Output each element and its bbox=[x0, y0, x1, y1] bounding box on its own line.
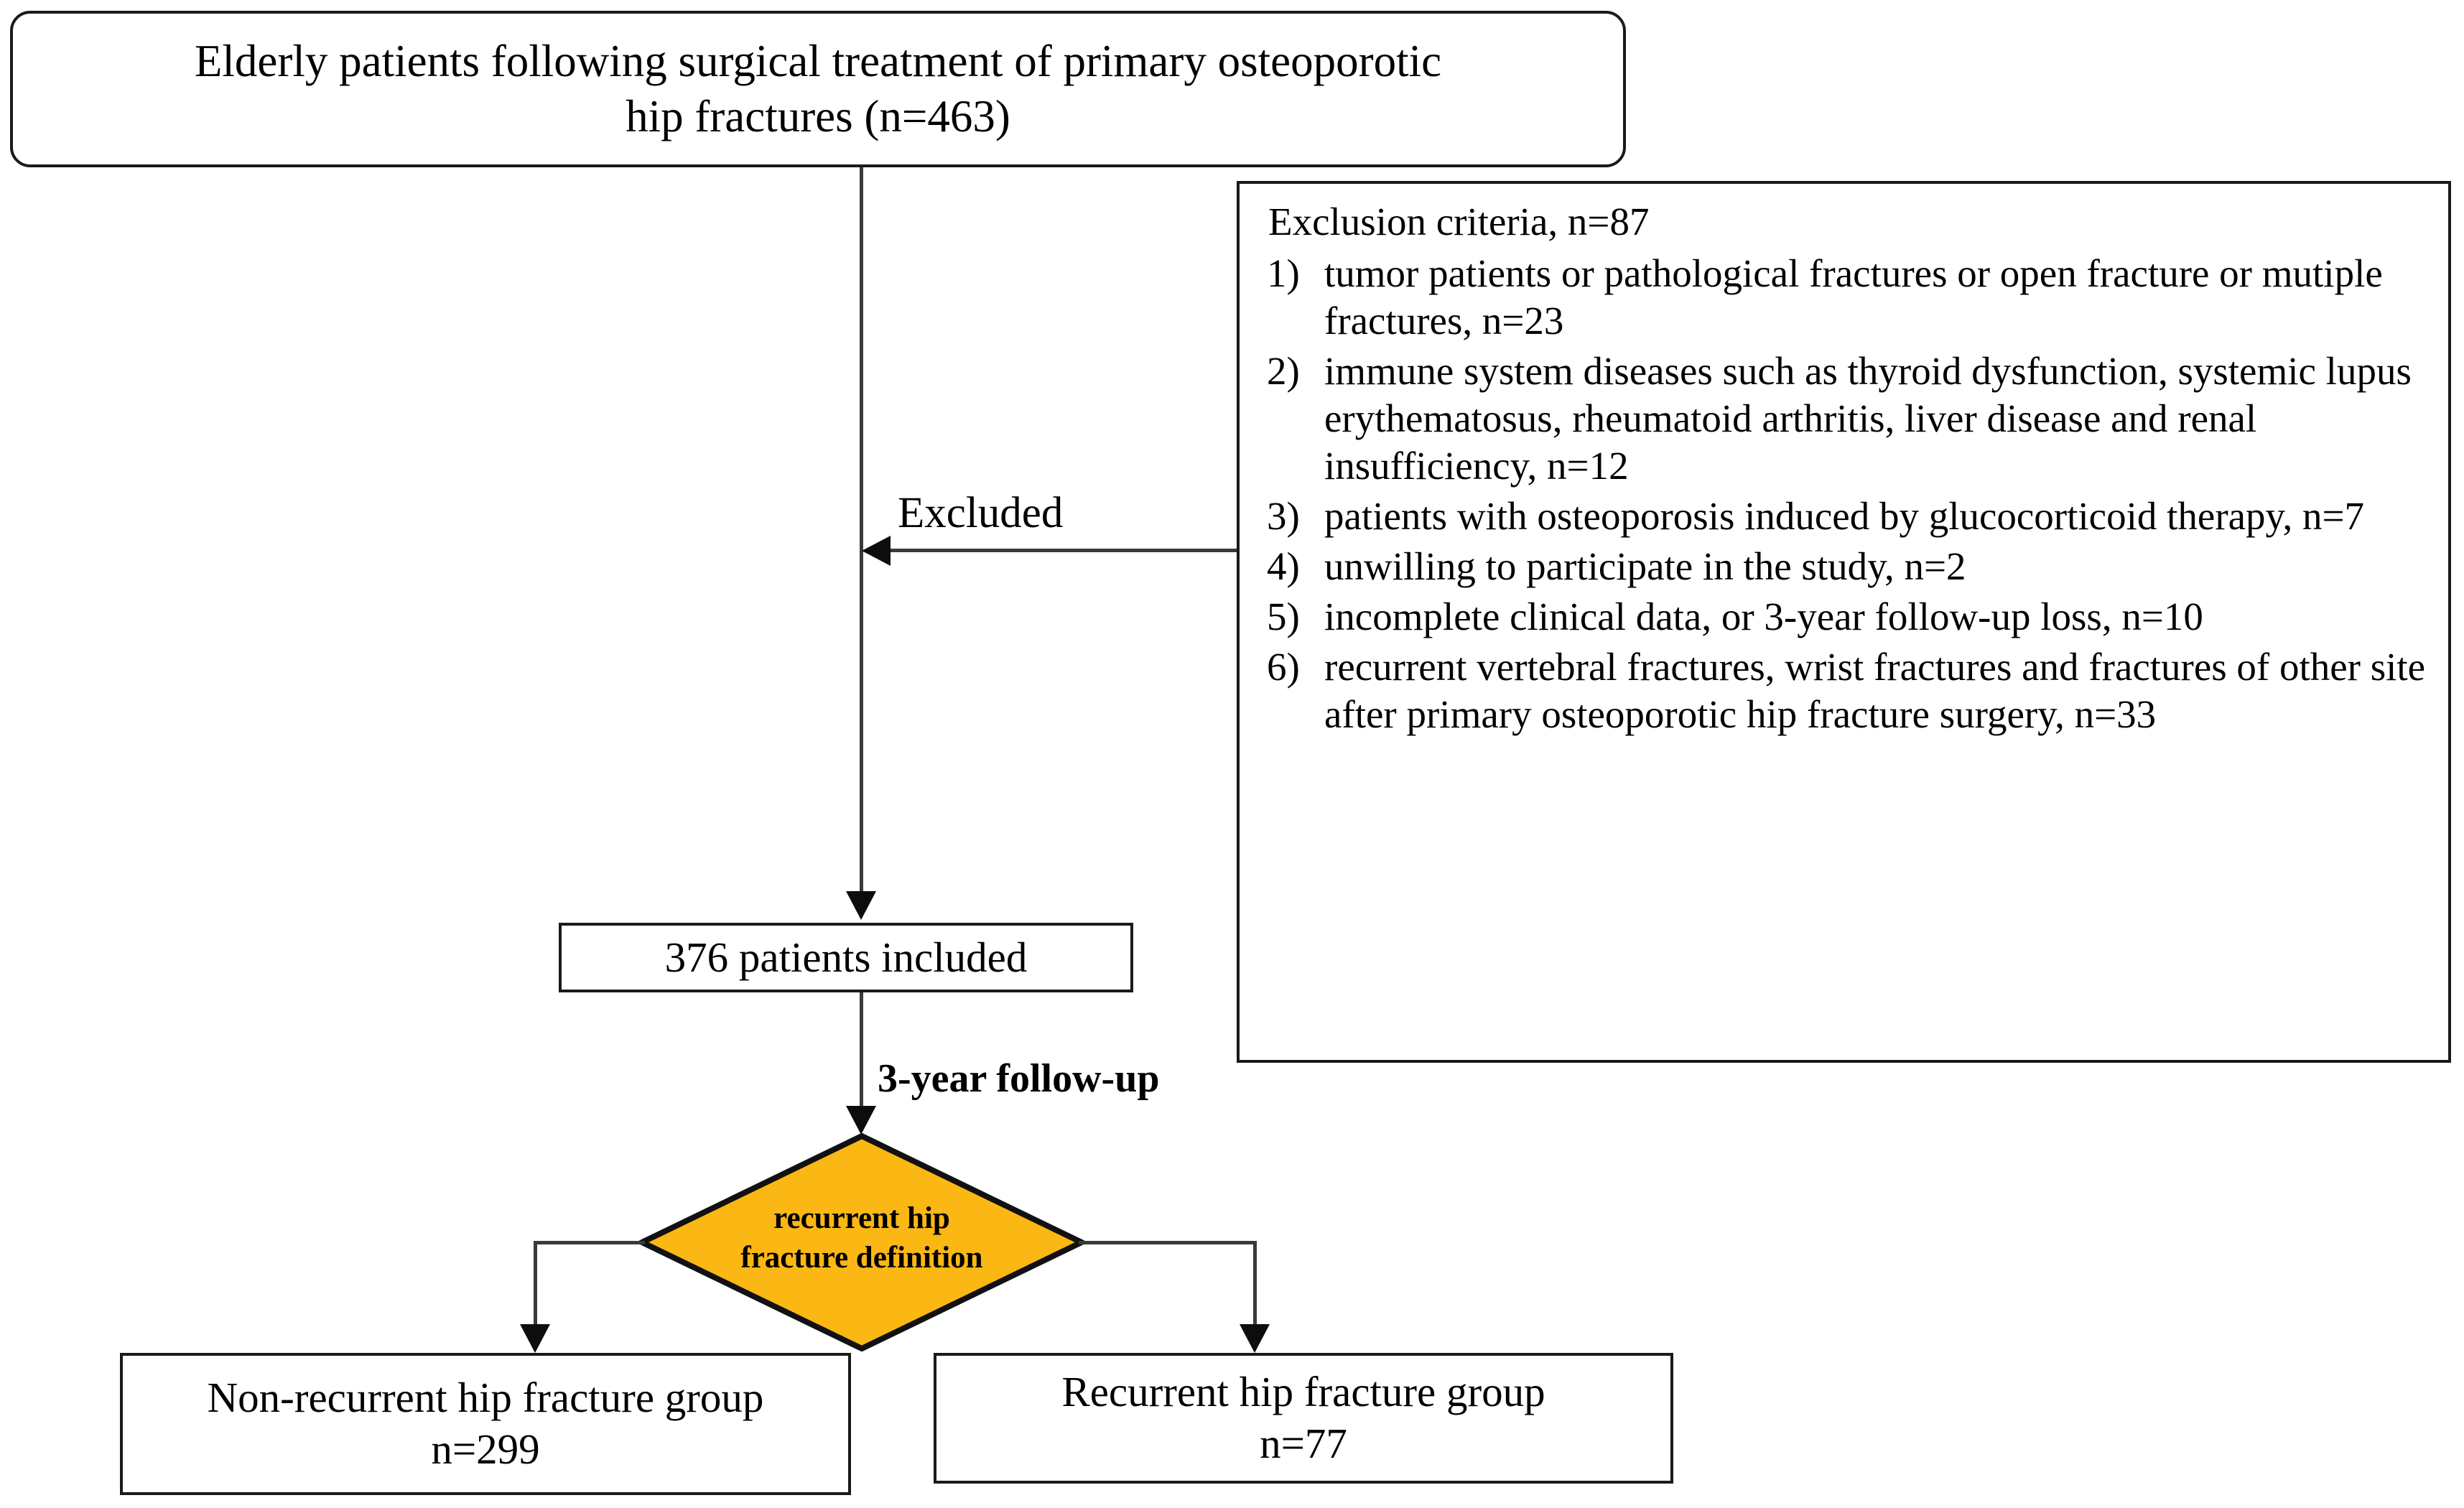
list-item: 2) immune system diseases such as thyroi… bbox=[1258, 348, 2430, 490]
excluded-edge-label: Excluded bbox=[898, 488, 1064, 539]
included-patients-box: 376 patients included bbox=[559, 923, 1133, 992]
list-item-marker: 6) bbox=[1267, 645, 1300, 689]
recurrent-group-count: n=77 bbox=[1260, 1420, 1347, 1467]
included-patients-text: 376 patients included bbox=[664, 933, 1028, 981]
list-item-text: unwilling to participate in the study, n… bbox=[1324, 544, 1966, 588]
exclusion-criteria-box: Exclusion criteria, n=87 1) tumor patien… bbox=[1237, 181, 2451, 1063]
followup-edge-label: 3-year follow-up bbox=[878, 1056, 1160, 1102]
recurrent-group-name: Recurrent hip fracture group bbox=[1061, 1368, 1545, 1416]
right-branch-vertical-line bbox=[1253, 1241, 1257, 1326]
recurrent-group-box: Recurrent hip fracture group n=77 bbox=[934, 1353, 1673, 1484]
excluded-connector-line bbox=[891, 549, 1238, 552]
list-item-marker: 2) bbox=[1267, 349, 1300, 393]
list-item-text: immune system diseases such as thyroid d… bbox=[1324, 349, 2412, 488]
left-branch-horizontal-line bbox=[534, 1241, 645, 1244]
list-item: 5) incomplete clinical data, or 3-year f… bbox=[1258, 593, 2430, 641]
right-branch-arrowhead-icon bbox=[1240, 1324, 1270, 1353]
list-item-marker: 5) bbox=[1267, 595, 1300, 638]
excluded-arrowhead-icon bbox=[862, 536, 891, 566]
list-item: 4) unwilling to participate in the study… bbox=[1258, 543, 2430, 590]
list-item-text: tumor patients or pathological fractures… bbox=[1324, 251, 2383, 343]
source-population-line2: hip fractures (n=463) bbox=[626, 91, 1010, 141]
left-branch-arrowhead-icon bbox=[520, 1324, 550, 1353]
non-recurrent-group-count: n=299 bbox=[431, 1425, 540, 1473]
non-recurrent-group-box: Non-recurrent hip fracture group n=299 bbox=[120, 1353, 851, 1495]
trunk-connector-line bbox=[860, 167, 863, 891]
list-item-text: recurrent vertebral fractures, wrist fra… bbox=[1324, 645, 2426, 736]
non-recurrent-group-name: Non-recurrent hip fracture group bbox=[207, 1374, 764, 1422]
trunk-arrowhead-icon bbox=[846, 891, 876, 920]
left-branch-vertical-line bbox=[534, 1241, 537, 1326]
decision-diamond: recurrent hip fracture definition bbox=[639, 1133, 1084, 1351]
list-item-marker: 4) bbox=[1267, 544, 1300, 588]
list-item-text: incomplete clinical data, or 3-year foll… bbox=[1324, 595, 2203, 638]
list-item: 3) patients with osteoporosis induced by… bbox=[1258, 493, 2430, 540]
list-item: 1) tumor patients or pathological fractu… bbox=[1258, 250, 2430, 345]
source-population-line1: Elderly patients following surgical trea… bbox=[194, 36, 1442, 87]
followup-connector-line bbox=[860, 992, 863, 1107]
list-item-marker: 3) bbox=[1267, 494, 1300, 538]
exclusion-criteria-title: Exclusion criteria, n=87 bbox=[1268, 200, 1650, 243]
exclusion-criteria-list: 1) tumor patients or pathological fractu… bbox=[1258, 250, 2430, 738]
source-population-box: Elderly patients following surgical trea… bbox=[10, 11, 1626, 167]
list-item-text: patients with osteoporosis induced by gl… bbox=[1324, 494, 2364, 538]
list-item-marker: 1) bbox=[1267, 251, 1300, 295]
list-item: 6) recurrent vertebral fractures, wrist … bbox=[1258, 643, 2430, 738]
followup-arrowhead-icon bbox=[846, 1106, 876, 1135]
right-branch-horizontal-line bbox=[1079, 1241, 1257, 1244]
